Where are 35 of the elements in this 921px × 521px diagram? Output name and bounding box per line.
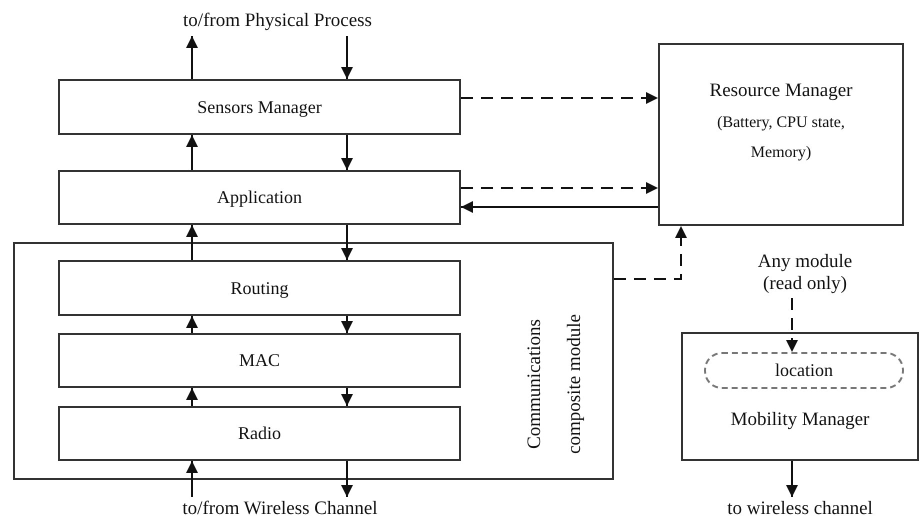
module-box: Routing <box>58 260 461 316</box>
arrow <box>461 201 658 213</box>
box-title: Resource Manager <box>710 80 852 102</box>
module-box: Radio <box>58 406 461 461</box>
arrow <box>341 461 353 497</box>
arrow <box>186 461 198 497</box>
module-box: Application <box>58 170 461 225</box>
module-title: Communications composite module <box>523 313 586 456</box>
arrow <box>341 225 353 260</box>
module-box: Sensors Manager <box>58 79 461 135</box>
arrow <box>341 135 353 170</box>
arrow <box>341 316 353 333</box>
arrow <box>341 36 353 79</box>
arrow <box>186 36 198 79</box>
text-label: to wireless channel <box>690 497 910 521</box>
arrow <box>186 225 198 260</box>
arrow <box>186 316 198 333</box>
dashed-arrow <box>461 92 658 104</box>
manager-box <box>681 332 919 461</box>
arrow <box>186 388 198 406</box>
text-label: to/from Physical Process <box>135 6 420 36</box>
arrow <box>341 388 353 406</box>
arrow <box>186 135 198 170</box>
text-label: to/from Wireless Channel <box>140 497 420 521</box>
arrow <box>786 461 798 497</box>
composite-module-box <box>13 242 614 480</box>
manager-box <box>658 43 904 226</box>
dashed-arrow <box>786 298 798 352</box>
box-title: Mobility Manager <box>730 409 870 431</box>
dashed-arrow <box>614 226 687 280</box>
text-label: Any module (read only) <box>745 248 865 298</box>
dashed-arrow <box>461 182 658 194</box>
module-box: MAC <box>58 333 461 388</box>
box-subtitle: (Battery, CPU state, Memory) <box>716 113 846 163</box>
state-pill: location <box>704 352 904 389</box>
